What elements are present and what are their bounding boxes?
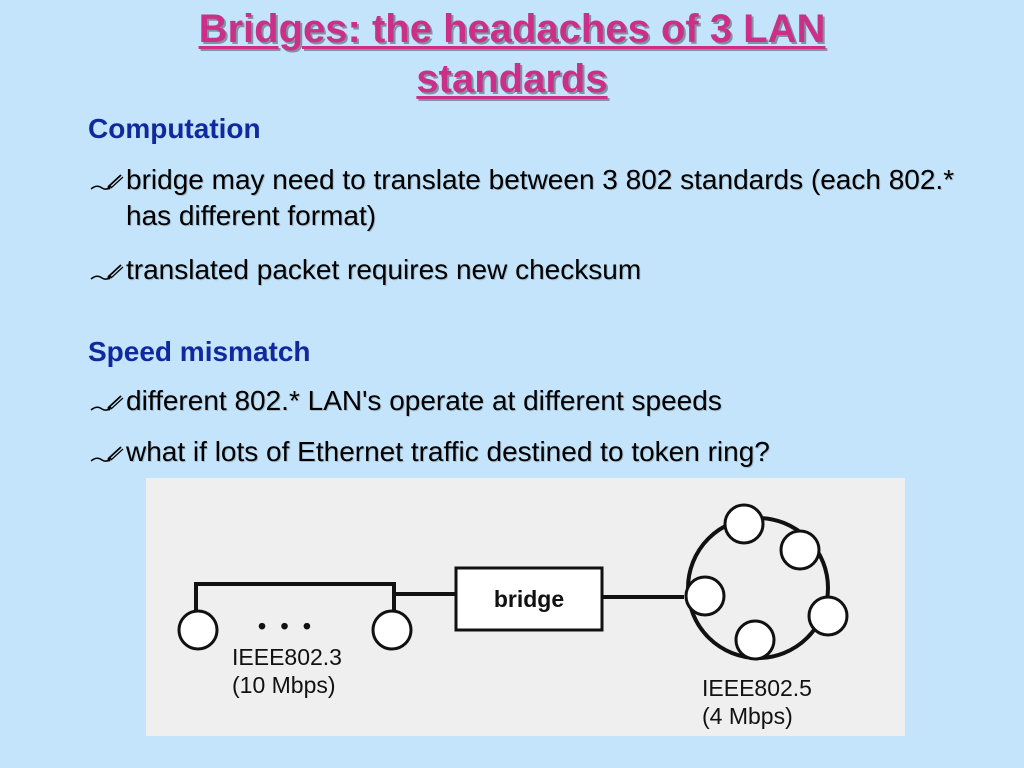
slide-title: Bridges: the headaches of 3 LAN standard… [0,4,1024,104]
slide-title-line-1: Bridges: the headaches of 3 LAN [198,7,826,51]
ethernet-host-left [177,609,219,651]
ring-station [723,503,765,545]
pen-writing-icon [90,446,124,462]
ring-station [779,529,821,571]
lan1-name-label: IEEE802.3 [232,644,342,670]
ethernet-host-right [371,609,413,651]
ring-station [684,575,726,617]
bullet-text: bridge may need to translate between 3 8… [126,164,955,231]
section-heading-speed-mismatch: Speed mismatch [88,336,311,367]
ethernet-ellipsis: • • • [258,613,315,639]
bullet-item: bridge may need to translate between 3 8… [88,162,968,234]
bullet-text: what if lots of Ethernet traffic destine… [126,436,770,467]
lan2-name-label: IEEE802.5 [702,675,812,701]
bullet-item: what if lots of Ethernet traffic destine… [88,434,968,470]
ring-station [734,619,776,661]
bullet-text: translated packet requires new checksum [126,254,642,285]
section-heading-computation: Computation [88,113,261,144]
pen-writing-icon [90,174,124,190]
slide-title-line-2: standards [416,57,608,101]
bullet-item: translated packet requires new checksum [88,252,968,288]
lan2-speed-label: (4 Mbps) [702,703,793,729]
lan1-speed-label: (10 Mbps) [232,672,336,698]
ring-station [807,595,849,637]
bridge-diagram-drawing [177,503,849,661]
bridge-diagram: • • • bridge IEEE802.3 (10 Mbps) IEEE802… [146,478,905,736]
pen-writing-icon [90,395,124,411]
bullet-item: different 802.* LAN's operate at differe… [88,383,968,419]
bridge-label: bridge [493,586,565,612]
bullet-text: different 802.* LAN's operate at differe… [126,385,722,416]
pen-writing-icon [90,264,124,280]
